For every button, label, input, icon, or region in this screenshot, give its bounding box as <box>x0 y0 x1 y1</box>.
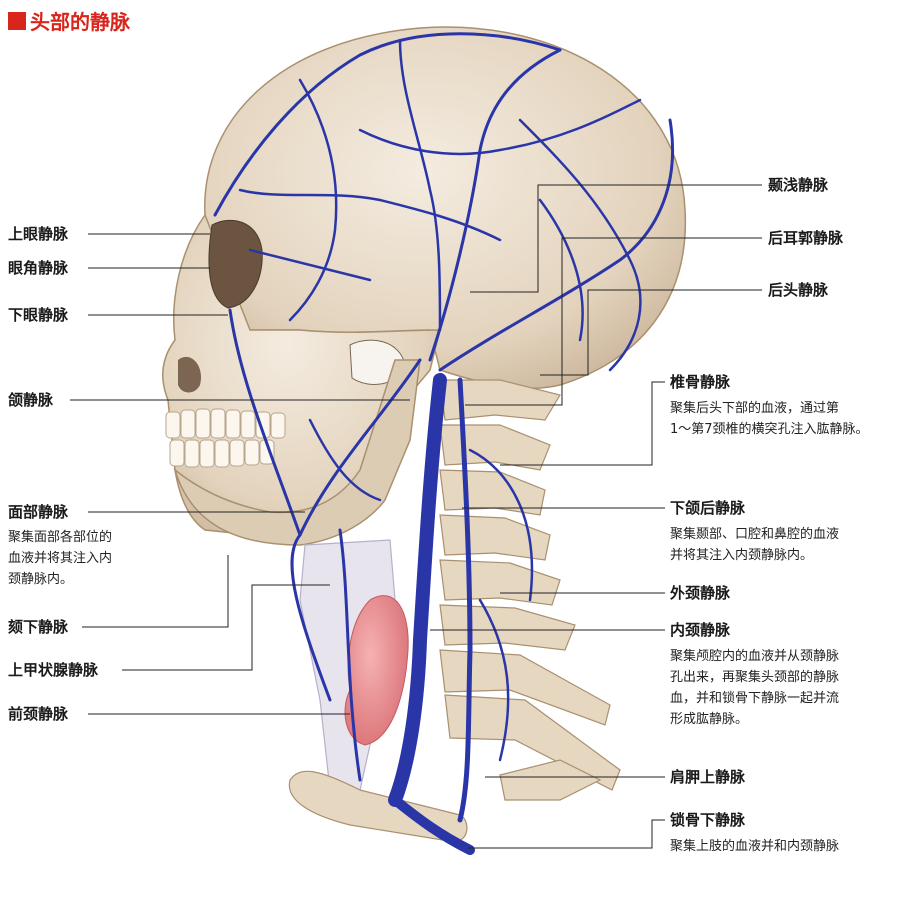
label-external-jugular-vein: 外颈静脉 <box>670 584 731 602</box>
leader-lines <box>70 184 762 849</box>
vertebral-vein-desc: 聚集后头下部的血液，通过第 1～第7颈椎的横突孔注入肱静脉。 <box>670 401 869 437</box>
facial-vein-desc: 聚集面部各部位的 血液并将其注入内 颈静脉内。 <box>8 530 113 587</box>
mandible <box>173 359 421 546</box>
label-subclavian-vein: 锁骨下静脉 <box>670 811 746 829</box>
page-title: 头部的静脉 <box>8 6 130 35</box>
label-occipital-vein: 后头静脉 <box>768 281 829 299</box>
teeth <box>165 408 286 468</box>
label-angular-vein: 眼角静脉 <box>8 259 69 277</box>
label-suprascapular-vein: 肩胛上静脉 <box>670 768 746 786</box>
label-submental-vein: 颏下静脉 <box>8 618 69 636</box>
label-maxillary-vein: 颌静脉 <box>8 391 54 409</box>
retromandibular-vein-desc: 聚集颞部、口腔和鼻腔的血液 并将其注入内颈静脉内。 <box>670 527 840 563</box>
title-marker <box>8 11 26 30</box>
orbit <box>208 219 263 309</box>
nasal-cavity <box>178 356 201 393</box>
shoulder-bone <box>499 759 602 801</box>
veins <box>213 32 675 855</box>
label-supraorbital-vein: 上眼静脉 <box>8 225 69 243</box>
title-text: 头部的静脉 <box>30 10 130 34</box>
label-infraorbital-vein: 下眼静脉 <box>8 306 69 324</box>
label-facial-vein: 面部静脉 <box>8 503 69 521</box>
subclavian-vein-desc: 聚集上肢的血液并和内颈静脉 <box>670 839 840 854</box>
label-internal-jugular-vein: 内颈静脉 <box>670 621 731 639</box>
label-retromandibular-vein: 下颌后静脉 <box>670 499 746 517</box>
label-superficial-temporal-vein: 颞浅静脉 <box>768 176 829 194</box>
label-vertebral-vein: 椎骨静脉 <box>670 373 731 391</box>
label-superior-thyroid-vein: 上甲状腺静脉 <box>8 661 99 679</box>
label-anterior-jugular-vein: 前颈静脉 <box>8 705 69 723</box>
label-posterior-auricular-vein: 后耳郭静脉 <box>768 229 844 247</box>
internal-jugular-vein-desc: 聚集颅腔内的血液并从颈静脉 孔出来，再聚集头颈部的静脉 血，并和锁骨下静脉一起并… <box>670 649 840 727</box>
